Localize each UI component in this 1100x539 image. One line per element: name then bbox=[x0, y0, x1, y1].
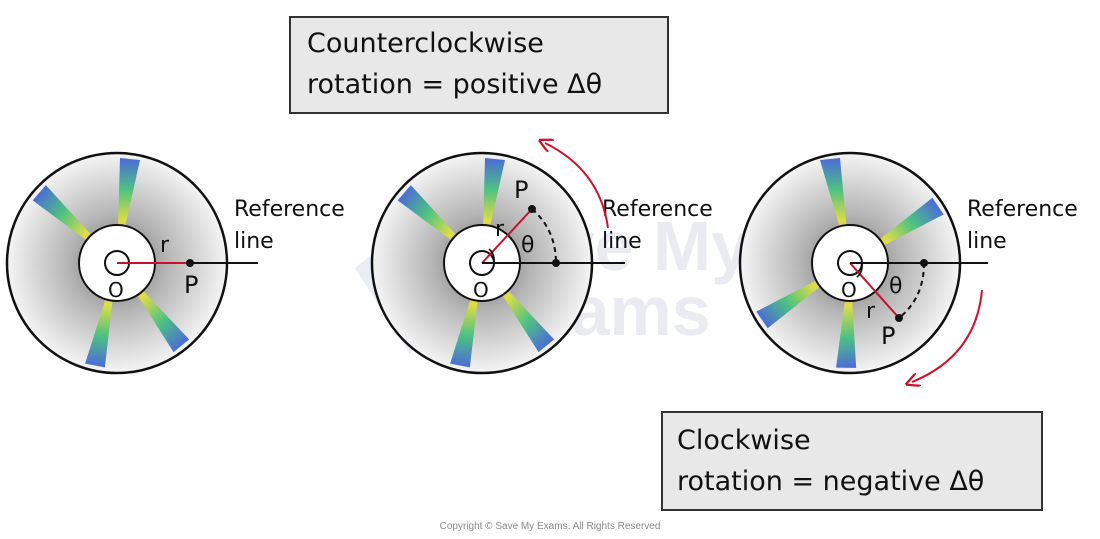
counterclockwise-box-line1: Counterclockwise bbox=[307, 28, 544, 59]
counterclockwise-box: Counterclockwise rotation = positive Δθ bbox=[289, 16, 669, 114]
copyright-text: Copyright © Save My Exams. All Rights Re… bbox=[440, 521, 661, 532]
disc-right: r P θ O Reference line bbox=[738, 151, 1078, 382]
disc-right-point bbox=[895, 314, 903, 322]
disc-middle-angle-label: θ bbox=[521, 233, 534, 258]
disc-right-small-angle-arc bbox=[856, 262, 863, 278]
disc-middle-small-angle-arc bbox=[488, 248, 495, 264]
disc-middle-center-label: O bbox=[473, 278, 489, 302]
disc-left: r P O Reference line bbox=[5, 151, 345, 375]
disc-right-center-label: O bbox=[841, 278, 857, 302]
disc-right-angle-arc bbox=[898, 262, 925, 319]
disc-left-point-label: P bbox=[184, 271, 198, 299]
disc-middle-radius bbox=[481, 208, 533, 264]
disc-left-reference-label-line: line bbox=[234, 229, 274, 254]
disc-left-point bbox=[186, 259, 194, 267]
disc-right-point-label: P bbox=[881, 322, 895, 350]
disc-middle-reference-label-line: line bbox=[602, 229, 642, 254]
disc-right-angle-label: θ bbox=[889, 274, 902, 299]
clockwise-arrow bbox=[912, 289, 983, 382]
disc-right-reference-label-line: line bbox=[967, 229, 1007, 254]
disc-middle-point-label: P bbox=[514, 176, 528, 204]
disc-middle: r P θ O Reference line bbox=[370, 143, 713, 375]
disc-right-radius-label: r bbox=[866, 299, 876, 324]
disc-middle-angle-arc bbox=[531, 208, 557, 264]
disc-left-reference-label: Reference bbox=[234, 197, 345, 222]
disc-right-radius bbox=[849, 262, 900, 319]
counterclockwise-arrow bbox=[545, 143, 609, 229]
clockwise-box: Clockwise rotation = negative Δθ bbox=[661, 411, 1043, 511]
disc-left-radius-label: r bbox=[160, 233, 170, 258]
counterclockwise-box-line2: rotation = positive Δθ bbox=[307, 69, 602, 100]
disc-middle-point bbox=[528, 205, 536, 213]
disc-right-reference-label: Reference bbox=[967, 197, 1078, 222]
disc-right-reference-point bbox=[920, 259, 928, 267]
disc-middle-radius-label: r bbox=[495, 217, 505, 242]
disc-middle-reference-point bbox=[552, 259, 560, 267]
disc-left-center-label: O bbox=[108, 278, 124, 302]
clockwise-box-line2: rotation = negative Δθ bbox=[677, 466, 984, 497]
clockwise-box-line1: Clockwise bbox=[677, 425, 811, 456]
disc-middle-reference-label: Reference bbox=[602, 197, 713, 222]
